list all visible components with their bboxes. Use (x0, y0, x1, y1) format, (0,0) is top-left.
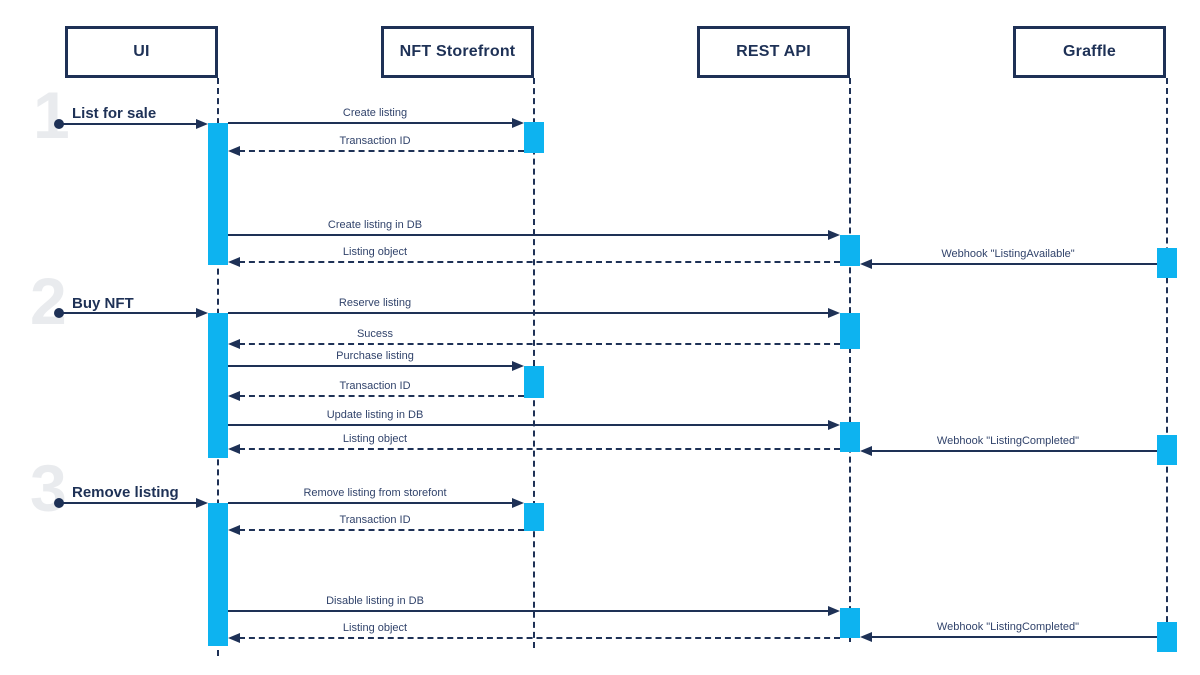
lifeline-restapi (849, 78, 851, 642)
message-line (228, 365, 513, 367)
activation-bar-ui (208, 503, 228, 646)
start-node (54, 498, 64, 508)
actor-label-restapi: REST API (736, 43, 811, 60)
message-line (239, 637, 840, 639)
section-number: 1 (33, 78, 70, 152)
actor-box-restapi: REST API (697, 26, 850, 78)
actor-box-storefront: NFT Storefront (381, 26, 534, 78)
message-arrowhead (228, 257, 240, 267)
message-line (228, 234, 829, 236)
actor-label-graffle: Graffle (1063, 43, 1116, 60)
message-label: Remove listing from storefont (300, 487, 450, 499)
section-number: 3 (30, 451, 67, 525)
message-arrowhead (228, 633, 240, 643)
message-label: Transaction ID (336, 380, 414, 392)
entry-arrow-line (62, 312, 197, 314)
message-label: Webhook "ListingAvailable" (938, 248, 1078, 260)
message-arrowhead (512, 118, 524, 128)
message-line (228, 610, 829, 612)
entry-arrowhead (196, 498, 208, 508)
message-arrowhead (828, 230, 840, 240)
message-label: Sucess (353, 328, 397, 340)
activation-bar-restapi (840, 422, 860, 452)
activation-bar-ui (208, 313, 228, 458)
message-label: Transaction ID (336, 514, 414, 526)
activation-bar-restapi (840, 608, 860, 638)
message-label: Purchase listing (333, 350, 417, 362)
entry-arrow-line (62, 502, 197, 504)
message-label: Create listing (339, 107, 411, 119)
entry-arrowhead (196, 308, 208, 318)
message-arrowhead (228, 444, 240, 454)
message-line (871, 263, 1157, 265)
message-arrowhead (512, 361, 524, 371)
activation-bar-ui (208, 123, 228, 265)
section-title: Remove listing (72, 484, 179, 501)
message-line (239, 529, 524, 531)
message-arrowhead (828, 308, 840, 318)
actor-label-storefront: NFT Storefront (399, 43, 516, 60)
message-arrowhead (228, 339, 240, 349)
lifeline-graffle (1166, 78, 1168, 652)
message-line (239, 150, 524, 152)
message-arrowhead (228, 391, 240, 401)
section-title: List for sale (72, 105, 157, 122)
message-label: Listing object (339, 246, 411, 258)
activation-bar-storefront (524, 503, 544, 531)
activation-bar-restapi (840, 235, 860, 266)
actor-box-ui: UI (65, 26, 218, 78)
message-line (228, 502, 513, 504)
actor-box-graffle: Graffle (1013, 26, 1166, 78)
message-label: Webhook "ListingCompleted" (933, 621, 1083, 633)
message-arrowhead (860, 446, 872, 456)
message-line (228, 122, 513, 124)
entry-arrow-line (62, 123, 197, 125)
activation-bar-graffle (1157, 435, 1177, 465)
message-arrowhead (512, 498, 524, 508)
message-label: Webhook "ListingCompleted" (933, 435, 1083, 447)
message-label: Transaction ID (336, 135, 414, 147)
message-label: Create listing in DB (324, 219, 426, 231)
activation-bar-graffle (1157, 248, 1177, 278)
message-label: Listing object (339, 622, 411, 634)
section-number: 2 (30, 264, 67, 338)
message-line (239, 343, 840, 345)
message-line (871, 636, 1157, 638)
start-node (54, 308, 64, 318)
message-label: Reserve listing (335, 297, 415, 309)
message-arrowhead (228, 525, 240, 535)
message-line (228, 312, 829, 314)
message-line (239, 448, 840, 450)
entry-arrowhead (196, 119, 208, 129)
message-line (228, 424, 829, 426)
activation-bar-storefront (524, 366, 544, 398)
lifeline-storefront (533, 78, 535, 648)
message-line (871, 450, 1157, 452)
start-node (54, 119, 64, 129)
activation-bar-graffle (1157, 622, 1177, 652)
message-label: Disable listing in DB (323, 595, 427, 607)
message-arrowhead (860, 632, 872, 642)
message-arrowhead (828, 420, 840, 430)
message-line (239, 261, 840, 263)
message-label: Update listing in DB (323, 409, 427, 421)
message-arrowhead (860, 259, 872, 269)
activation-bar-restapi (840, 313, 860, 349)
actor-label-ui: UI (133, 43, 150, 60)
message-arrowhead (228, 146, 240, 156)
message-line (239, 395, 524, 397)
activation-bar-storefront (524, 122, 544, 153)
message-label: Listing object (339, 433, 411, 445)
section-title: Buy NFT (72, 295, 134, 312)
message-arrowhead (828, 606, 840, 616)
